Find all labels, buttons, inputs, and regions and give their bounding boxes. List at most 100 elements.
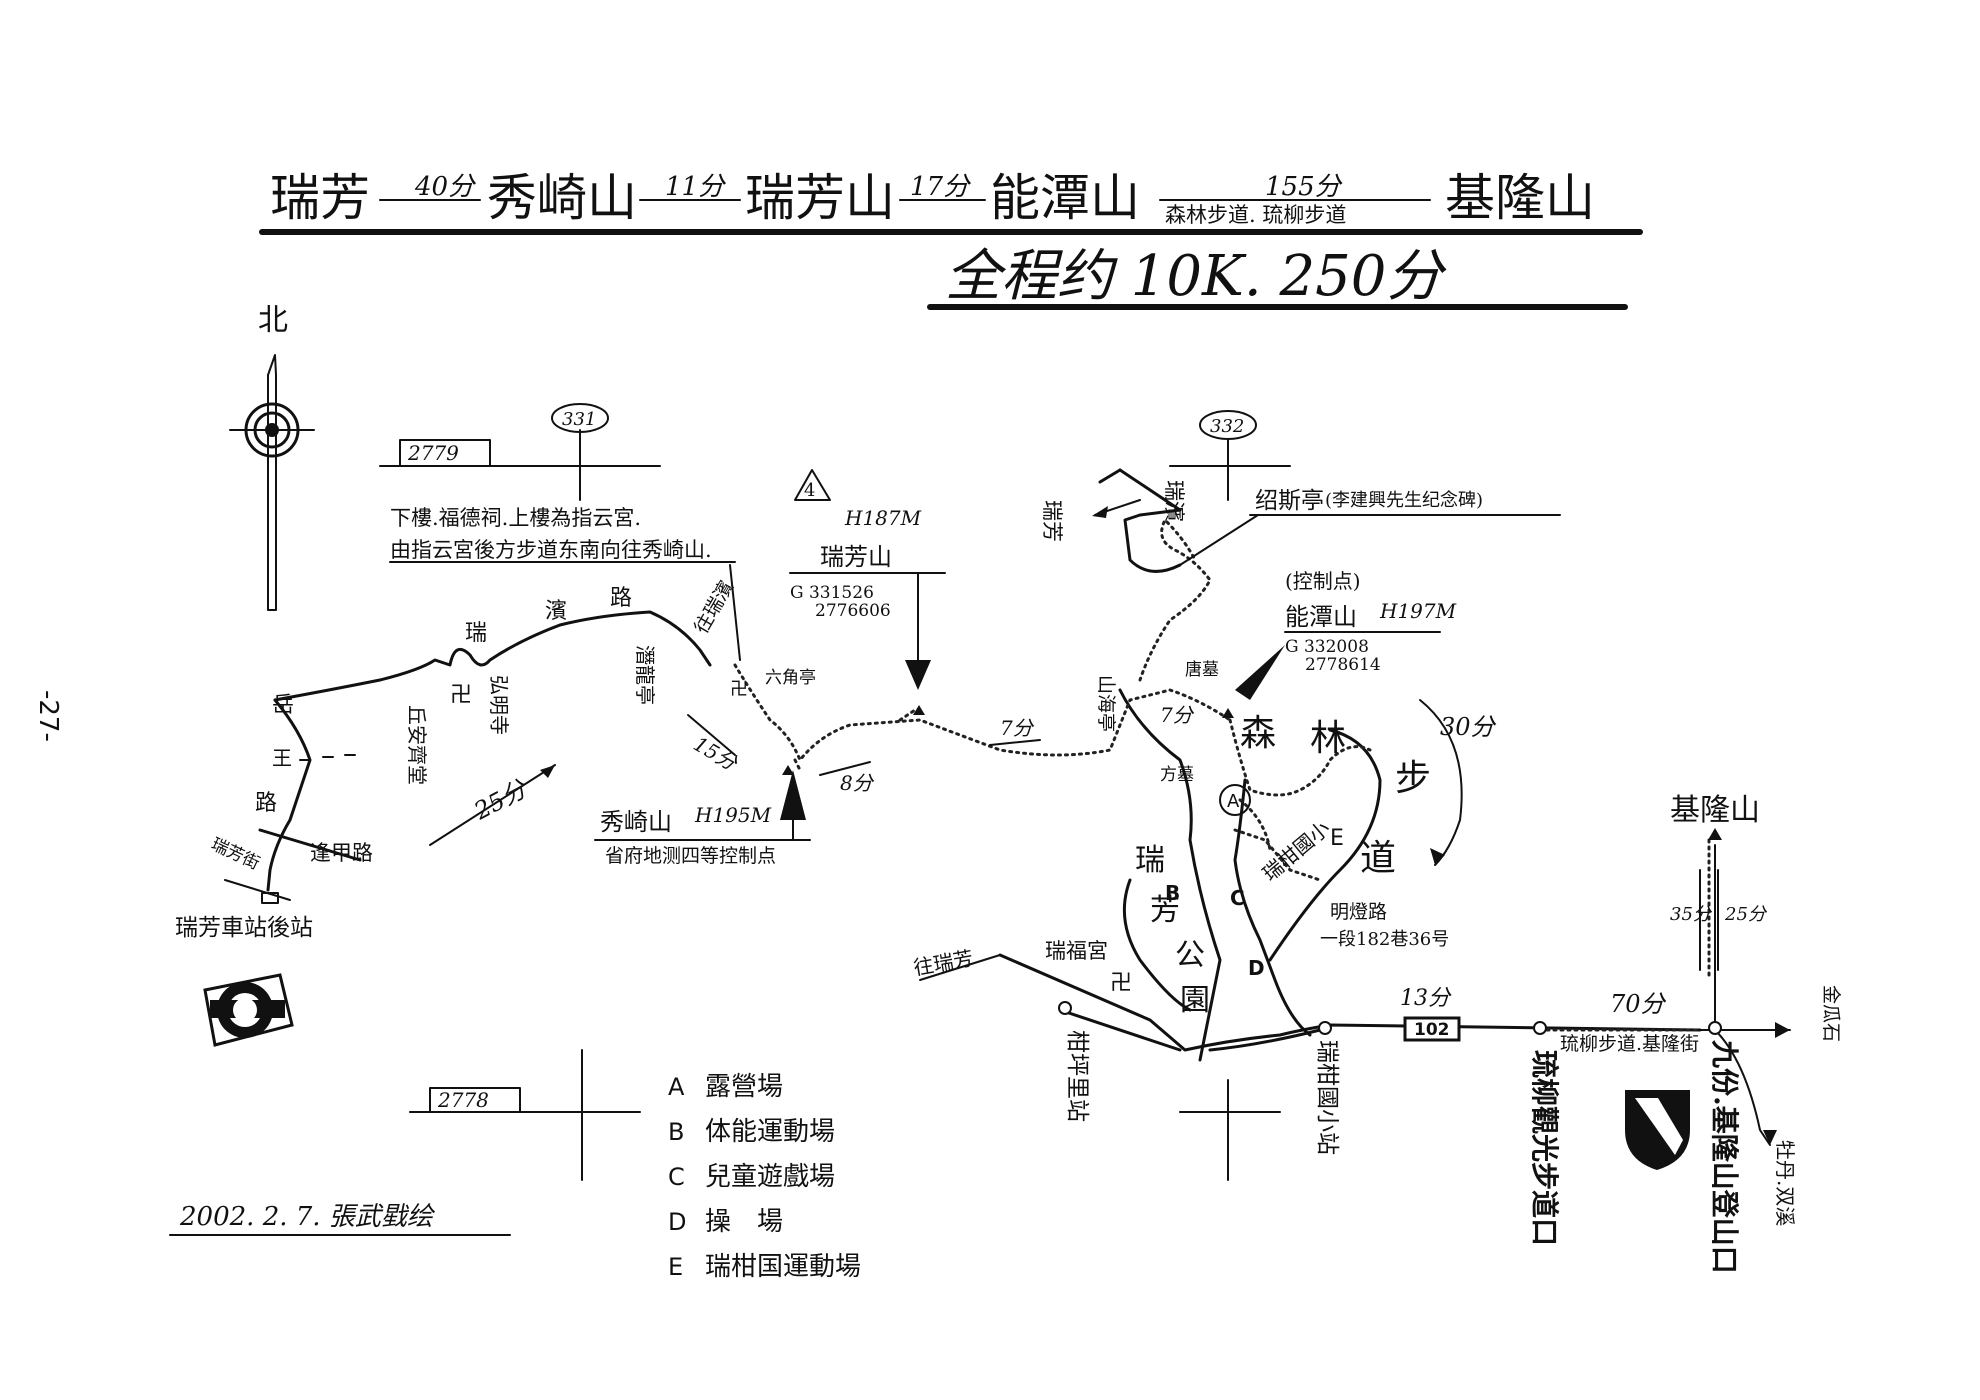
- label-ruifang-nw: 瑞芳: [1040, 500, 1064, 542]
- time-35min: 35分: [1670, 904, 1713, 925]
- label-yu: 王: [272, 746, 292, 770]
- label-ruibin-road-2: 濱: [545, 599, 567, 624]
- xiuqishan-note: 省府地测四等控制点: [605, 845, 776, 867]
- label-forest-4: 道: [1360, 838, 1396, 879]
- ruifangshan-label: 瑞芳山: [820, 543, 892, 571]
- title-time-2: 11分: [665, 172, 726, 202]
- label-station-back: 瑞芳車站後站: [175, 915, 313, 941]
- label-ruibin-road-3: 路: [610, 586, 632, 611]
- label-mingdeng-address: 一段182巷36号: [1320, 929, 1449, 950]
- ruifangshan-grid-1: G 331526: [790, 583, 874, 603]
- label-kanping-station: 柑坪里站: [1064, 1030, 1090, 1122]
- grid-label-331: 331: [562, 409, 596, 430]
- legend-item-a: A 露營場: [668, 1072, 783, 1102]
- road-yueyu: [266, 698, 312, 892]
- svg-text:A: A: [668, 1073, 685, 1101]
- label-ruibin-road-1: 瑞: [465, 621, 487, 646]
- legend-item-e: E 瑞柑国運動場: [668, 1252, 861, 1282]
- route-title: 瑞芳 40分 秀崎山 11分 瑞芳山 17分 能潭山 155分 森林步道. 琉柳…: [259, 169, 1643, 310]
- peak-ruifangshan: 4 H187M 瑞芳山 G 331526 2776606: [789, 469, 946, 715]
- peak-xiuqishan: 秀崎山 H195M 省府地测四等控制点: [594, 765, 811, 867]
- label-shaosi-note: (李建興先生纪念碑): [1325, 489, 1483, 511]
- grid-markers: 2779 331 332 2778: [379, 403, 1291, 1181]
- label-toward-ruifang: 往瑞芳: [912, 946, 975, 980]
- label-park-3: 公: [1175, 938, 1205, 973]
- road-102-label: 102: [1414, 1020, 1450, 1040]
- label-toward-ruibin: 往瑞濱: [690, 577, 738, 637]
- label-fengjia-road: 逢甲路: [310, 841, 373, 865]
- label-liuliu-trailhead: 琉柳觀光步道口: [1528, 1050, 1561, 1246]
- legend: A 露營場 B 体能運動場 C 兒童遊戲場 D 操 場 E 瑞柑国運動場: [668, 1072, 861, 1282]
- station-jiufen-dot: [1708, 1021, 1722, 1035]
- station-kanping-dot: [1058, 1001, 1072, 1015]
- facility-b: B: [1165, 881, 1180, 905]
- facility-d: D: [1248, 956, 1265, 980]
- svg-text:露營場: 露營場: [705, 1072, 783, 1102]
- north-needle: [267, 354, 277, 611]
- railway-logo: [203, 973, 294, 1047]
- grid-circle-331: [551, 403, 609, 433]
- legend-item-d: D 操 場: [668, 1207, 783, 1237]
- label-tang-tomb: 唐墓: [1185, 659, 1219, 680]
- liujiao-symbol: 卍: [730, 679, 748, 700]
- label-qiuan-hall: 丘安齊堂: [405, 705, 429, 785]
- time-25min: 25分: [469, 774, 533, 826]
- note-line-1: 下樓.福德祠.上樓為指云宮.: [390, 506, 641, 530]
- nengtanshan-grid-1: G 332008: [1285, 637, 1369, 657]
- page-number: -27-: [33, 690, 63, 742]
- grid-label-2779: 2779: [407, 441, 459, 465]
- title-time-4: 155分: [1265, 172, 1343, 202]
- label-fang-tomb: 方墓: [1160, 765, 1194, 785]
- author-signature: 2002. 2. 7. 張武戥绘: [179, 1202, 436, 1232]
- label-liuliu-jilong-st: 琉柳步道.基隆街: [1560, 1033, 1699, 1055]
- arrow-30min: [1419, 699, 1463, 866]
- title-via-trails: 森林步道. 琉柳步道: [1165, 203, 1346, 227]
- label-liujiao-pavilion: 六角亭: [765, 668, 816, 688]
- label-lu: 路: [255, 791, 277, 816]
- park-facilities: A B C D E: [1165, 784, 1344, 980]
- place-labels: 瑞芳 瑞濱 绍斯亭 (李建興先生纪念碑) 岳 王 路 瑞 濱 路 逢甲路 瑞芳街…: [175, 480, 1842, 1274]
- label-qianlong-pavilion: 潛龍亭: [633, 645, 657, 705]
- xiuqishan-height: H195M: [694, 803, 772, 827]
- arrow-25min: [429, 764, 556, 846]
- svg-text:B: B: [668, 1118, 684, 1146]
- time-7min-b: 7分: [1160, 703, 1195, 727]
- title-time-3: 17分: [910, 172, 971, 202]
- time-30min: 30分: [1440, 713, 1497, 741]
- station-ruigan-dot: [1318, 1021, 1332, 1035]
- svg-text:4: 4: [804, 480, 815, 501]
- time-7min-a: 7分: [1000, 716, 1035, 740]
- label-forest-1: 森: [1240, 713, 1276, 754]
- ruifu-symbol: 卍: [1110, 971, 1132, 996]
- time-13min: 13分: [1400, 986, 1452, 1011]
- time-70min: 70分: [1610, 990, 1667, 1018]
- label-mingdeng-road: 明燈路: [1330, 901, 1387, 923]
- note-line-2: 由指云宮後方步道东南向往秀崎山.: [390, 538, 712, 562]
- label-mudan-shuangxi: 牡丹.双溪: [1773, 1140, 1797, 1226]
- label-jinguashi: 金瓜石: [1820, 985, 1842, 1042]
- label-shanhai-pavilion: 山海亭: [1095, 675, 1117, 732]
- label-park-4: 園: [1180, 983, 1210, 1018]
- road-fengjia: [258, 828, 362, 862]
- label-yue: 岳: [272, 693, 294, 718]
- svg-text:操 場: 操 場: [705, 1207, 783, 1237]
- trails: [733, 517, 1711, 1032]
- title-nengtanshan: 能潭山: [990, 169, 1140, 227]
- time-25min-b: 25分: [1724, 904, 1768, 925]
- title-total: 全程约 10K. 250分: [945, 244, 1447, 309]
- label-jilongshan-peak: 基隆山: [1670, 793, 1760, 828]
- grid-label-2778: 2778: [437, 1088, 489, 1112]
- xiuqishan-label: 秀崎山: [600, 808, 672, 836]
- ruifangshan-height: H187M: [844, 506, 922, 530]
- nengtanshan-label: 能潭山: [1285, 603, 1357, 631]
- time-8min: 8分: [840, 771, 875, 795]
- title-jilongshan: 基隆山: [1445, 169, 1595, 227]
- label-ruigan-elem: 瑞柑國小: [1258, 816, 1335, 886]
- nengtanshan-note: (控制点): [1285, 569, 1361, 593]
- svg-text:D: D: [668, 1208, 686, 1236]
- label-forest-3: 步: [1395, 758, 1431, 799]
- hongming-symbol: 卍: [450, 683, 472, 708]
- title-ruifang: 瑞芳: [270, 169, 370, 227]
